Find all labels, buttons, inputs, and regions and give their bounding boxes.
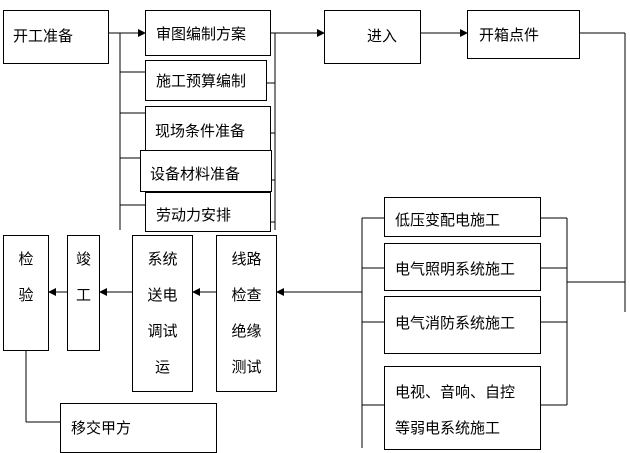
label-inspect-2: 验 [18,286,34,304]
label-inspect-1: 检 [18,250,34,268]
label-debug-3: 调试 [147,322,178,340]
box-handover: 移交甲方 [60,403,217,453]
label-low-voltage: 低压变配电施工 [395,211,501,229]
label-site: 现场条件准备 [155,122,246,140]
label-line-check-1: 线路 [231,250,262,268]
box-complete: 竣 工 [67,235,100,351]
label-review: 审图编制方案 [156,25,247,43]
label-line-check-4: 测试 [231,358,262,376]
box-unpack: 开箱点件 [467,10,580,59]
label-weak-line1: 电视、音响、自控 [395,383,516,401]
box-budget: 施工预算编制 [145,60,267,101]
label-handover: 移交甲方 [71,419,132,437]
box-weak-current: 电视、音响、自控 等弱电系统施工 [384,366,541,450]
box-review: 审图编制方案 [145,10,271,56]
box-enter: 进入 [324,10,421,64]
box-line-check: 线路 检查 绝缘 测试 [216,235,277,392]
label-weak-line2: 等弱电系统施工 [395,419,501,437]
box-labor: 劳动力安排 [145,192,271,232]
label-unpack: 开箱点件 [479,26,540,44]
label-debug-2: 送电 [147,286,178,304]
label-debug-4: 运 [154,358,170,376]
box-fire: 电气消防系统施工 [384,296,541,354]
label-complete-1: 竣 [75,250,91,268]
label-complete-2: 工 [75,286,91,304]
label-start: 开工准备 [13,27,74,45]
box-inspect: 检 验 [3,235,49,351]
label-material: 设备材料准备 [150,165,241,183]
label-fire: 电气消防系统施工 [395,314,516,332]
label-debug-1: 系统 [147,250,178,268]
label-line-check-2: 检查 [231,286,262,304]
label-budget: 施工预算编制 [156,72,247,90]
box-site: 现场条件准备 [145,106,271,152]
box-low-voltage: 低压变配电施工 [384,197,541,237]
box-start: 开工准备 [3,10,109,64]
label-line-check-3: 绝缘 [231,322,262,340]
box-lighting: 电气照明系统施工 [384,243,541,291]
box-material: 设备材料准备 [140,150,272,192]
label-lighting: 电气照明系统施工 [395,260,516,278]
label-labor: 劳动力安排 [156,206,232,224]
label-enter: 进入 [367,27,398,45]
box-debug: 系统 送电 调试 运 [132,235,193,392]
